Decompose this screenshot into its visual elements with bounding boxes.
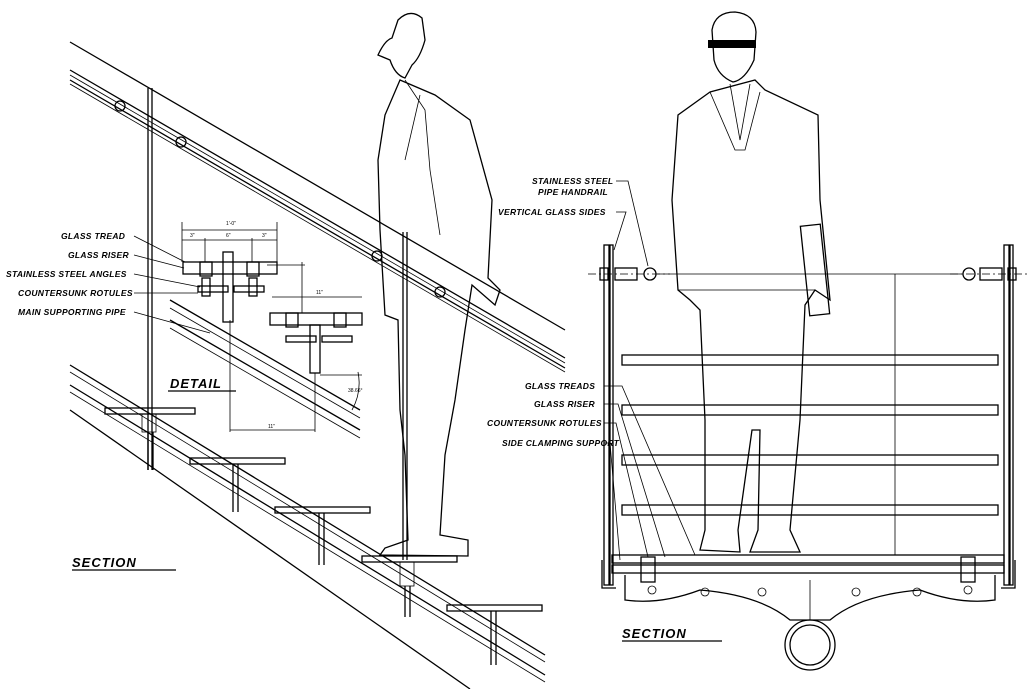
dim-left: 3": [190, 233, 195, 239]
dim-bottom-11: 11": [268, 424, 275, 430]
right-section-title: SECTION: [622, 626, 687, 641]
dim-right: 3": [262, 233, 267, 239]
label-stainless-steel: STAINLESS STEEL: [532, 176, 613, 186]
right-labels: STAINLESS STEEL PIPE HANDRAIL VERTICAL G…: [487, 176, 722, 642]
person-front-figure: [671, 11, 831, 553]
dim-center: 6": [226, 233, 231, 239]
left-section-title: SECTION: [72, 555, 137, 570]
label-main-pipe: MAIN SUPPORTING PIPE: [18, 307, 126, 317]
treads: [104, 407, 543, 665]
detail-drawing: 1'-0" 3" 6" 3" 11" 11" 38.66°: [181, 221, 363, 432]
dim-width: 1'-0": [226, 221, 236, 227]
dim-angle: 38.66°: [348, 388, 363, 394]
right-section-drawing: [588, 244, 1030, 671]
label-glass-treads: GLASS TREADS: [525, 381, 595, 391]
handrail-diagonal: [69, 41, 566, 373]
label-rotules-right: COUNTERSUNK ROTULES: [487, 418, 602, 428]
label-glass-riser-right: GLASS RISER: [534, 399, 595, 409]
person-profile-figure: [377, 12, 501, 557]
label-steel-angles: STAINLESS STEEL ANGLES: [6, 269, 127, 279]
detail-title: DETAIL: [170, 376, 222, 391]
label-rotules: COUNTERSUNK ROTULES: [18, 288, 133, 298]
left-labels: GLASS TREAD GLASS RISER STAINLESS STEEL …: [6, 231, 236, 571]
label-pipe-handrail: PIPE HANDRAIL: [538, 187, 608, 197]
label-glass-tread: GLASS TREAD: [61, 231, 125, 241]
label-side-clamping: SIDE CLAMPING SUPPORT: [502, 438, 620, 448]
label-glass-riser: GLASS RISER: [68, 250, 129, 260]
label-vertical-glass-sides: VERTICAL GLASS SIDES: [498, 207, 606, 217]
stair-stringer: [69, 299, 546, 689]
dim-top-11: 11": [316, 290, 323, 296]
glass-posts: [147, 88, 408, 560]
